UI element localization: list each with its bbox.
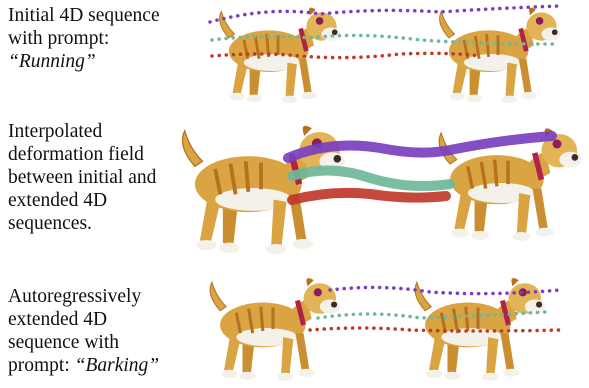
trajectory-curve [308, 326, 562, 333]
caption-line: Autoregressively [8, 286, 142, 307]
dog-figure [210, 278, 340, 381]
dotted-trajectories-row1 [208, 4, 562, 60]
caption-line: with prompt: [8, 28, 110, 49]
interpolation-curves [283, 131, 557, 205]
dog-figure [220, 8, 341, 103]
caption-line: extended 4D [8, 309, 108, 330]
trajectory-curve [283, 131, 557, 163]
trajectory-curve [287, 165, 455, 191]
trajectory-curve [210, 51, 482, 60]
dotted-trajectories-row3 [308, 285, 562, 333]
prompt-running: “Running” [8, 51, 96, 72]
caption-line: between initial and [8, 167, 157, 188]
prompt-barking: “Barking” [74, 355, 160, 376]
trajectory-curve [210, 33, 557, 46]
trajectory-curve [287, 187, 451, 205]
caption-initial-sequence: Initial 4D sequence with prompt: “Runnin… [8, 4, 160, 73]
caption-interpolated-field: Interpolated deformation field between i… [8, 120, 156, 235]
caption-line: Interpolated [8, 121, 103, 142]
trajectory-curve [316, 310, 547, 320]
caption-line: sequence with [8, 332, 120, 353]
caption-line: sequences. [8, 213, 92, 234]
caption-line: deformation field [8, 144, 144, 165]
trajectory-curve [208, 4, 562, 24]
caption-line: extended 4D [8, 190, 108, 211]
trajectory-curve [328, 285, 562, 296]
caption-extended-sequence: Autoregressively extended 4D sequence wi… [8, 285, 159, 377]
caption-line: Initial 4D sequence [8, 5, 160, 26]
prompt-prefix: prompt: [8, 355, 75, 376]
dog-figure [440, 8, 561, 103]
